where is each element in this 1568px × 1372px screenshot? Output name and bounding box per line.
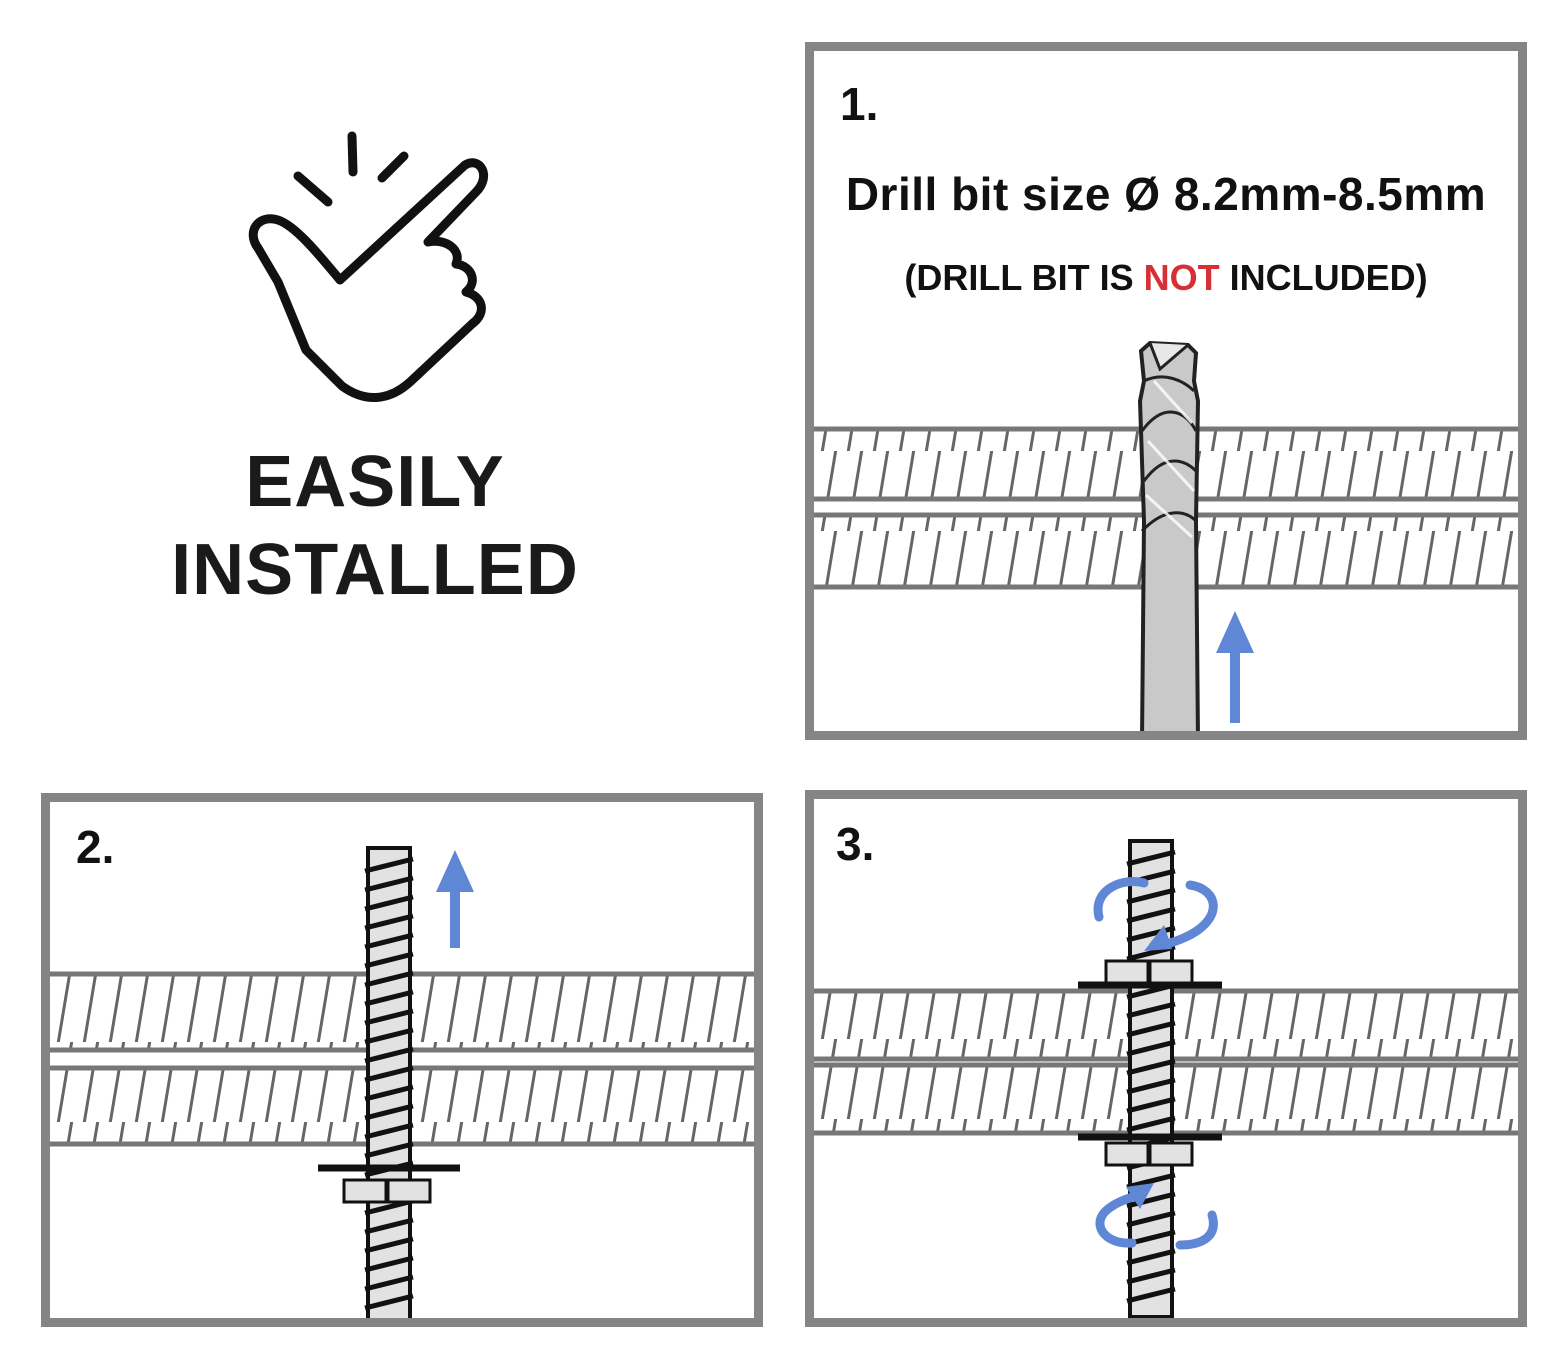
- note-close-text: INCLUDED): [1219, 257, 1428, 298]
- top-washer-nut: [1078, 959, 1222, 989]
- thread-mark: [364, 894, 414, 912]
- step-3-number: 3.: [836, 818, 875, 870]
- washer-nut: [318, 1164, 460, 1204]
- note-open-text: (DRILL BIT IS: [904, 257, 1144, 298]
- thread-mark: [364, 1236, 414, 1254]
- thread-mark: [364, 1141, 414, 1159]
- thread-mark: [1126, 1286, 1176, 1304]
- up-arrow-icon: [1216, 611, 1254, 723]
- thread-mark: [364, 1274, 414, 1292]
- threaded-rod: [1126, 839, 1176, 1318]
- thread-mark: [1126, 1039, 1176, 1057]
- rotate-arrow-bottom-icon: [1095, 1183, 1218, 1250]
- thread-mark: [364, 970, 414, 988]
- step-2-panel: 2.: [41, 793, 763, 1327]
- thread-mark: [364, 913, 414, 931]
- thread-mark: [1126, 1172, 1176, 1190]
- step-2-number: 2.: [76, 821, 115, 873]
- thread-mark: [1126, 1210, 1176, 1228]
- note-warning-text: NOT: [1143, 257, 1220, 298]
- step-1-illustration: [814, 340, 1518, 731]
- drill-bit-size-heading: Drill bit size Ø 8.2mm-8.5mm: [845, 168, 1487, 220]
- thread-mark: [1126, 1191, 1176, 1209]
- rotate-arrow-top-icon: [1093, 877, 1218, 951]
- feature-title-line1: EASILY: [245, 442, 505, 522]
- step-3-illustration: [814, 839, 1518, 1318]
- step-2-illustration: [50, 846, 754, 1318]
- step-1-panel: 1. Drill bit size Ø 8.2mm-8.5mm (DRILL B…: [805, 42, 1527, 740]
- thread-mark: [364, 1122, 414, 1140]
- thread-mark: [364, 1255, 414, 1273]
- thread-mark: [1126, 1115, 1176, 1133]
- thread-mark: [1126, 1248, 1176, 1266]
- feature-title-line2: INSTALLED: [171, 530, 579, 610]
- thread-mark: [1126, 1020, 1176, 1038]
- tap-hand-icon: [248, 131, 488, 402]
- thread-mark: [1126, 1001, 1176, 1019]
- thread-mark: [364, 1027, 414, 1045]
- thread-mark: [364, 1103, 414, 1121]
- thread-mark: [1126, 849, 1176, 867]
- thread-mark: [364, 1046, 414, 1064]
- drill-bit-note: (DRILL BIT IS NOT INCLUDED): [814, 257, 1518, 299]
- thread-mark: [1126, 1267, 1176, 1285]
- threaded-rod: [364, 846, 414, 1318]
- thread-mark: [364, 989, 414, 1007]
- thread-mark: [364, 875, 414, 893]
- thread-mark: [364, 1065, 414, 1083]
- thread-mark: [1126, 906, 1176, 924]
- thread-mark: [364, 951, 414, 969]
- step-1-number: 1.: [840, 78, 879, 130]
- thread-mark: [364, 1008, 414, 1026]
- thread-mark: [364, 1084, 414, 1102]
- drill-bit: [1137, 340, 1201, 731]
- up-arrow-icon: [436, 850, 474, 948]
- thread-mark: [364, 1293, 414, 1311]
- thread-mark: [1126, 1058, 1176, 1076]
- thread-mark: [364, 1217, 414, 1235]
- step-3-panel: 3.: [805, 790, 1527, 1327]
- thread-mark: [1126, 1096, 1176, 1114]
- easily-installed-feature: EASILY INSTALLED: [120, 120, 630, 620]
- thread-mark: [364, 932, 414, 950]
- bottom-washer-nut: [1078, 1133, 1222, 1167]
- thread-mark: [1126, 1077, 1176, 1095]
- thread-mark: [1126, 925, 1176, 943]
- thread-mark: [364, 856, 414, 874]
- thread-mark: [1126, 887, 1176, 905]
